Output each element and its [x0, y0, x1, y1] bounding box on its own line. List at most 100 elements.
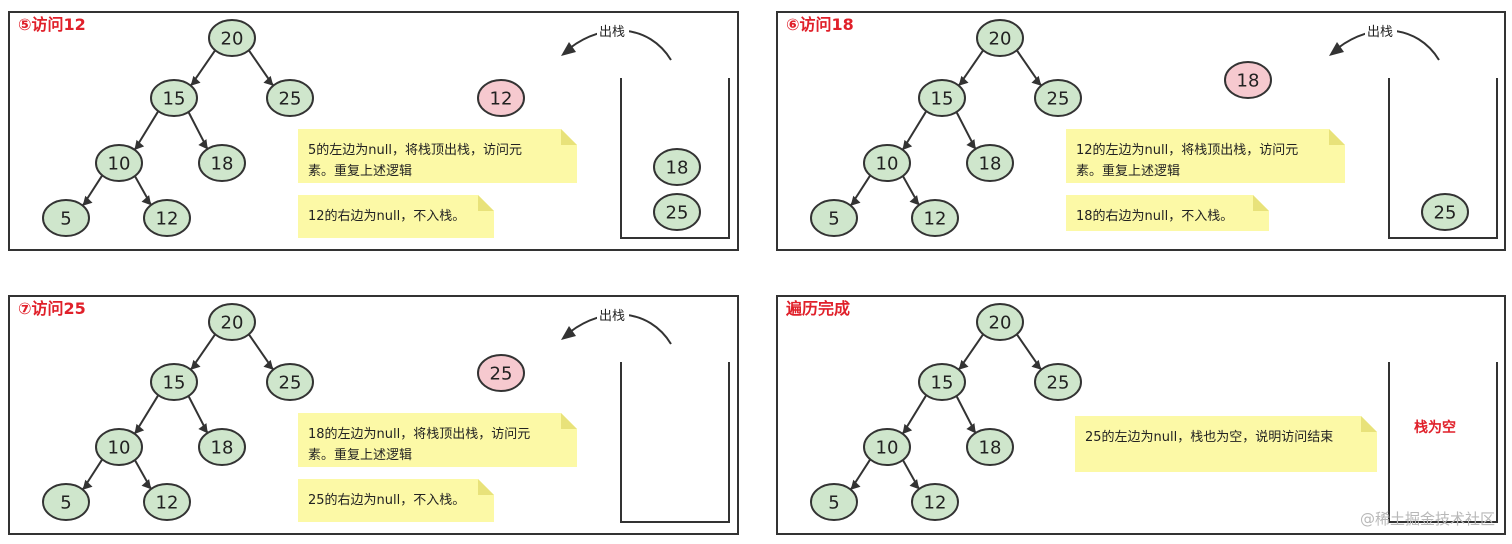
tree-node-20: 20: [208, 19, 256, 57]
tree-edge-arrowhead: [198, 423, 208, 434]
stack-item-circle: [653, 193, 701, 231]
tree-node-label: 20: [989, 29, 1012, 50]
tree-node-20: 20: [208, 303, 256, 341]
tree-node-circle: [810, 199, 858, 237]
stack-item-label: 25: [1434, 203, 1457, 224]
tree-node-circle: [918, 363, 966, 401]
visited-node-circle: [1224, 61, 1272, 99]
tree-node-label: 15: [931, 373, 954, 394]
tree-node-circle: [863, 428, 911, 466]
pop-label-bg: [1365, 22, 1397, 40]
stack-item-label: 25: [666, 203, 689, 224]
tree-node-label: 5: [828, 209, 839, 230]
tree-edge-arrowhead: [263, 75, 274, 86]
tree-edge-arrowhead: [141, 479, 152, 490]
tree-node-circle: [1034, 79, 1082, 117]
tree-node-18: 18: [966, 144, 1014, 182]
sticky-note-fold: [478, 195, 494, 211]
stack-item-25: 25: [653, 193, 701, 231]
tree-edge-arrowhead: [958, 359, 969, 370]
sticky-note-text: 素。重复上述逻辑: [308, 447, 412, 463]
sticky-note-body: [298, 479, 494, 522]
tree-node-label: 10: [876, 438, 899, 459]
tree-node-label: 20: [221, 313, 244, 334]
tree-node-circle: [208, 19, 256, 57]
tree-edge-arrowhead: [1031, 75, 1042, 86]
tree-node-circle: [966, 428, 1014, 466]
tree-node-label: 25: [1047, 373, 1070, 394]
tree-edge-arrowhead: [1031, 359, 1042, 370]
tree-node-circle: [863, 144, 911, 182]
tree-node-5: 5: [810, 199, 858, 237]
tree-node-5: 5: [42, 199, 90, 237]
sticky-note-fold: [561, 413, 577, 429]
tree-node-15: 15: [150, 79, 198, 117]
sticky-note-text: 25的左边为null，栈也为空，说明访问结束: [1085, 429, 1333, 445]
stack-item-circle: [1421, 193, 1469, 231]
tree-node-18: 18: [198, 428, 246, 466]
tree-node-25: 25: [266, 363, 314, 401]
tree-node-circle: [810, 483, 858, 521]
stack-container: [1388, 362, 1498, 523]
sticky-note-text: 25的右边为null，不入栈。: [308, 492, 465, 508]
pop-arrow-head: [1329, 42, 1344, 56]
tree-edge-arrowhead: [966, 139, 976, 150]
tree-node-circle: [150, 79, 198, 117]
sticky-note-fold: [478, 479, 494, 495]
sticky-note-body: [298, 129, 577, 183]
pop-arrow: 出栈: [1329, 22, 1440, 61]
visited-node-label: 18: [1237, 71, 1260, 92]
tree-node-label: 15: [163, 89, 186, 110]
tree-edge-arrowhead: [82, 195, 93, 206]
tree-node-label: 5: [60, 209, 71, 230]
tree-edge-arrowhead: [190, 75, 201, 86]
tree-edge-arrowhead: [966, 423, 976, 434]
pop-label: 出栈: [599, 25, 625, 40]
tree-node-label: 25: [279, 89, 302, 110]
tree-edge-arrowhead: [82, 479, 93, 490]
tree-node-circle: [198, 428, 246, 466]
tree-edge-arrowhead: [134, 139, 145, 151]
sticky-note-fold: [561, 129, 577, 145]
tree-node-5: 5: [42, 483, 90, 521]
tree-node-10: 10: [95, 428, 143, 466]
tree-node-5: 5: [810, 483, 858, 521]
tree-node-circle: [266, 363, 314, 401]
tree-node-circle: [42, 199, 90, 237]
visited-node: 12: [477, 79, 525, 117]
tree-node-circle: [208, 303, 256, 341]
panel-title: ⑦访问25: [18, 299, 86, 318]
tree-node-label: 10: [108, 438, 131, 459]
tree-node-label: 25: [279, 373, 302, 394]
tree-node-label: 12: [156, 209, 179, 230]
tree-node-25: 25: [266, 79, 314, 117]
visited-node-label: 12: [490, 89, 513, 110]
pop-label-bg: [597, 22, 629, 40]
tree-edge-arrowhead: [902, 139, 913, 151]
tree-node-label: 12: [924, 209, 947, 230]
tree-edge-arrowhead: [141, 195, 152, 206]
tree-node-label: 25: [1047, 89, 1070, 110]
stack-item-25: 25: [1421, 193, 1469, 231]
tree-node-circle: [143, 199, 191, 237]
stack-empty-label: 栈为空: [1414, 419, 1456, 436]
sticky-note-text: 12的左边为null，将栈顶出栈，访问元: [1076, 142, 1298, 158]
tree-node-circle: [42, 483, 90, 521]
tree-node-label: 20: [221, 29, 244, 50]
stack-item-label: 18: [666, 158, 689, 179]
tree-node-label: 10: [108, 154, 131, 175]
tree-node-12: 12: [911, 199, 959, 237]
tree-node-circle: [198, 144, 246, 182]
tree-node-label: 10: [876, 154, 899, 175]
tree-node-circle: [976, 19, 1024, 57]
tree-node-label: 12: [156, 493, 179, 514]
tree-node-circle: [976, 303, 1024, 341]
tree-node-12: 12: [143, 199, 191, 237]
sticky-note-text: 素。重复上述逻辑: [1076, 163, 1180, 179]
tree-node-10: 10: [863, 428, 911, 466]
